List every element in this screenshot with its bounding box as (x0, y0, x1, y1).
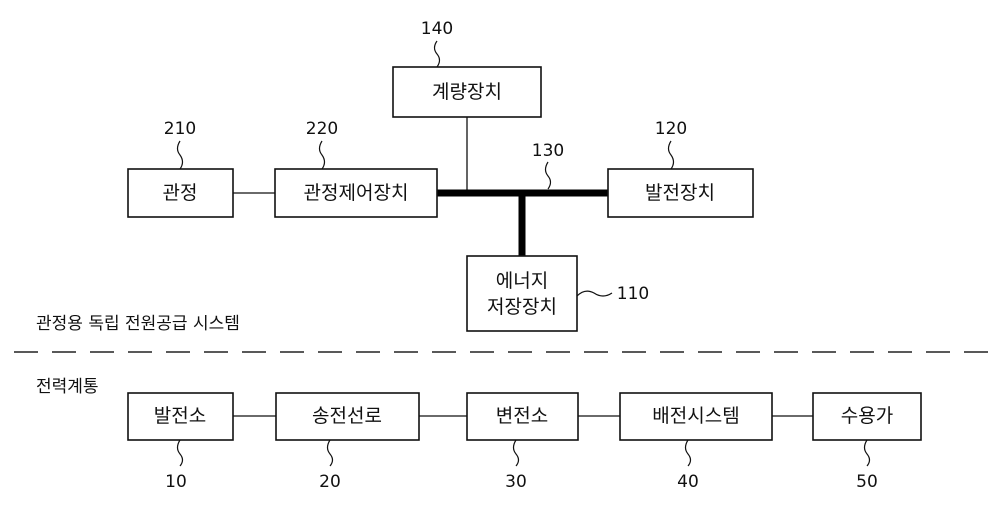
block-10-label: 발전소 (154, 405, 206, 427)
ref-20: 20 (319, 472, 341, 492)
ref-140: 140 (421, 19, 453, 39)
block-110-label-line2: 저장장치 (487, 296, 557, 318)
block-120-label: 발전장치 (645, 182, 715, 204)
leader-110 (577, 291, 612, 296)
block-30: 변전소 (467, 393, 578, 440)
block-220: 관정제어장치 (275, 169, 437, 217)
leader-30 (514, 440, 519, 466)
leader-210 (178, 141, 183, 169)
ref-110: 110 (617, 284, 649, 304)
leader-50 (865, 440, 870, 466)
leader-120 (669, 141, 674, 169)
ref-50: 50 (856, 472, 878, 492)
block-140: 계량장치 (393, 67, 541, 117)
ref-10: 10 (165, 472, 187, 492)
block-20-label: 송전선로 (312, 405, 382, 427)
ref-220: 220 (306, 119, 338, 139)
ref-30: 30 (505, 472, 527, 492)
section-label-grid: 전력계통 (36, 377, 99, 397)
leader-10 (178, 440, 183, 466)
leader-220 (320, 141, 325, 169)
block-30-label: 변전소 (496, 405, 548, 427)
block-40: 배전시스템 (620, 393, 772, 440)
block-110-label-line1: 에너지 (496, 270, 548, 292)
leader-40 (686, 440, 691, 466)
ref-130: 130 (532, 141, 564, 161)
section-label-standalone: 관정용 독립 전원공급 시스템 (36, 314, 240, 334)
ref-210: 210 (164, 119, 196, 139)
block-210: 관정 (128, 169, 233, 217)
block-10: 발전소 (128, 393, 233, 440)
block-120: 발전장치 (608, 169, 753, 217)
block-220-label: 관정제어장치 (304, 182, 409, 204)
ref-120: 120 (655, 119, 687, 139)
leader-130 (546, 162, 551, 189)
block-140-label: 계량장치 (432, 81, 502, 103)
leader-20 (328, 440, 333, 466)
block-40-label: 배전시스템 (652, 405, 739, 427)
ref-40: 40 (677, 472, 699, 492)
block-110: 에너지 저장장치 (467, 256, 577, 331)
block-210-label: 관정 (163, 182, 198, 204)
block-20: 송전선로 (276, 393, 419, 440)
block-50-label: 수용가 (841, 405, 893, 427)
block-50: 수용가 (813, 393, 921, 440)
leader-140 (435, 41, 440, 67)
